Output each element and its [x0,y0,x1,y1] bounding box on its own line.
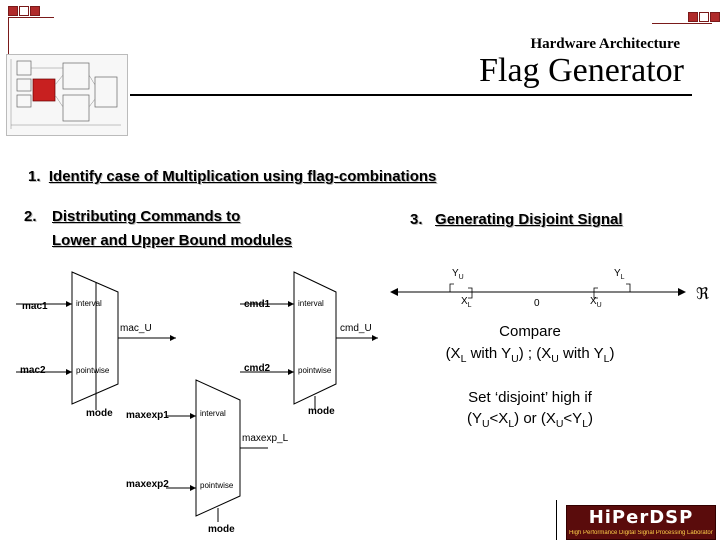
divider [556,500,557,540]
xu-letter: X [590,296,597,307]
expr-part: (Y [466,410,482,427]
mux-port-label: interval [298,299,324,308]
expr-part: with Y [558,345,604,362]
yl-label: YL [614,268,625,281]
mux-input-label: mac2 [20,365,46,376]
yu-label: YU [452,268,464,281]
bullet-text: Distributing Commands to [52,208,241,225]
yu-subscript: U [458,274,464,281]
bullet-text: Identify case of Multiplication using fl… [48,168,437,185]
mux-port-label: interval [200,409,226,418]
number-line [390,283,686,299]
bullet-number: 2. [24,208,37,225]
expr-sub: U [555,418,564,430]
mux-select-label: mode [86,408,113,419]
xu-subscript: U [596,302,602,309]
expr-part: ) ; (X [518,345,552,362]
xl-label: XL [461,296,472,309]
corner-square [688,12,698,22]
mux-select-label: mode [208,524,235,535]
slide-title: Flag Generator [479,52,684,89]
expr-sub: L [460,353,467,365]
yl-subscript: L [620,274,625,281]
bullet-3: 3. Generating Disjoint Signal [410,211,623,228]
logo-tagline: High Performance Digital Signal Processi… [569,530,713,536]
corner-square [19,6,29,16]
hiperdsp-logo: HiPerDSP High Performance Digital Signal… [566,505,716,540]
corner-line [8,17,54,18]
corner-square [30,6,40,16]
zero-label: 0 [534,298,540,309]
bullet-2: 2. [24,208,37,225]
expr-sub: U [511,353,519,365]
expr-part: ) [609,345,615,362]
expr-sub: U [551,353,559,365]
corner-square [8,6,18,16]
bullet-number: 3. [410,211,423,228]
mux-input-label: maxexp2 [126,479,169,490]
mux-port-label: pointwise [200,481,234,490]
expr-sub: L [582,418,589,430]
reals-symbol: ℜ [696,284,710,303]
mux-input-label: cmd1 [244,299,271,310]
bullet-text: Lower and Upper Bound modules [52,232,293,249]
expr-sub: U [481,418,490,430]
disjoint-rule: Set ‘disjoint’ high if [468,389,592,406]
section-subtitle: Hardware Architecture [530,36,680,52]
corner-square [699,12,709,22]
expr-sub: L [508,418,515,430]
mux-output-label: maxexp_L [242,433,289,444]
bullet-2-line2: Lower and Upper Bound modules [52,232,292,249]
disjoint-expression: (YU<XL) or (XU<YL) [420,410,640,430]
bullet-text: Generating Disjoint Signal [435,211,623,228]
corner-square [710,12,720,22]
xl-letter: X [461,296,468,307]
expr-part: <Y [563,410,583,427]
mux-output-label: cmd_U [340,323,372,334]
compare-title: Compare [499,323,561,340]
mux-select-label: mode [308,406,335,417]
expr-sub: L [603,353,610,365]
compare-expression: (XL with YU) ; (XU with YL) [410,345,650,365]
yu-letter: Y [452,268,459,279]
yl-letter: Y [614,268,621,279]
architecture-thumbnail [6,54,128,136]
mux-input-label: maxexp1 [126,410,169,421]
mux-port-label: pointwise [298,366,332,375]
corner-line [8,17,9,55]
mux-input-label: cmd2 [244,363,271,374]
mux-input-label: mac1 [22,301,48,312]
expr-part: <X [489,410,509,427]
xl-subscript: L [467,302,472,309]
title-underline [130,94,692,96]
mux-port-label: interval [76,299,102,308]
expr-part: with Y [466,345,512,362]
bullet-2-line1: Distributing Commands to [52,208,240,225]
mux-port-label: pointwise [76,366,110,375]
bullet-1: 1. Identify case of Multiplication using… [28,168,436,185]
xu-label: XU [590,296,602,309]
logo-text: HiPerDSP [588,507,694,528]
corner-line [652,23,712,24]
expr-part: ) or (X [514,410,556,427]
expr-part: ) [588,410,594,427]
bullet-number: 1. [28,168,41,185]
mux-diagram [16,271,378,522]
expr-part: (X [445,345,461,362]
mux-output-label: mac_U [120,323,152,334]
